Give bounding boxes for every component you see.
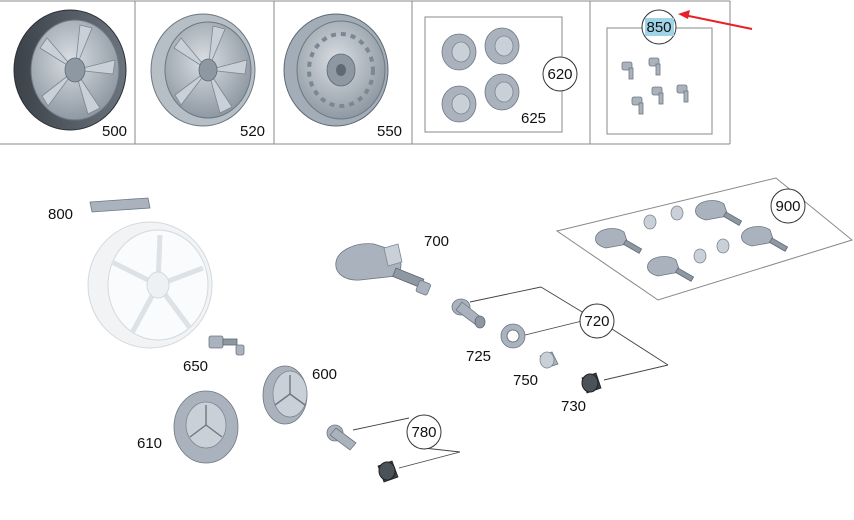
label-550: 550 <box>377 123 402 140</box>
label-500: 500 <box>102 123 127 140</box>
label-610: 610 <box>137 435 162 452</box>
valve-kit-780[interactable]: 780 <box>326 414 461 483</box>
complete-wheel-500[interactable]: 500 <box>13 9 127 140</box>
label-730: 730 <box>561 398 586 415</box>
label-620: 620 <box>547 66 572 83</box>
wheel-bolt-650[interactable]: 650 <box>183 335 245 375</box>
top-variant-grid <box>0 0 731 145</box>
label-800: 800 <box>48 206 73 223</box>
wheel-rim-520[interactable]: 520 <box>150 13 265 140</box>
label-720: 720 <box>584 313 609 330</box>
label-850: 850 <box>646 19 671 36</box>
valve-nut-750[interactable]: 750 <box>513 351 559 389</box>
label-600: 600 <box>312 366 337 383</box>
hub-cap-600[interactable]: 600 <box>262 365 337 425</box>
label-700: 700 <box>424 233 449 250</box>
steel-wheel-550[interactable]: 550 <box>283 13 402 140</box>
label-520: 520 <box>240 123 265 140</box>
reference-wheel-ghost <box>87 221 213 349</box>
hub-cap-610[interactable]: 610 <box>137 390 239 464</box>
label-900: 900 <box>775 198 800 215</box>
label-750: 750 <box>513 372 538 389</box>
label-780: 780 <box>411 424 436 441</box>
valve-kit-720[interactable]: 720 <box>469 286 669 381</box>
tpms-sensor-set-900[interactable]: 900 <box>555 177 854 301</box>
valve-stem-725[interactable]: 725 <box>451 298 526 365</box>
label-725: 725 <box>466 348 491 365</box>
valve-cap-730[interactable]: 730 <box>561 372 602 415</box>
label-650: 650 <box>183 358 208 375</box>
label-625: 625 <box>521 110 546 127</box>
balance-weight-800[interactable]: 800 <box>48 197 151 223</box>
wheel-bolt-set-850[interactable]: 850 <box>606 9 713 135</box>
tpms-sensor-700[interactable]: 700 <box>335 233 449 296</box>
highlight-arrow <box>678 10 753 30</box>
hub-cap-set-620[interactable]: 620 625 <box>424 16 578 133</box>
